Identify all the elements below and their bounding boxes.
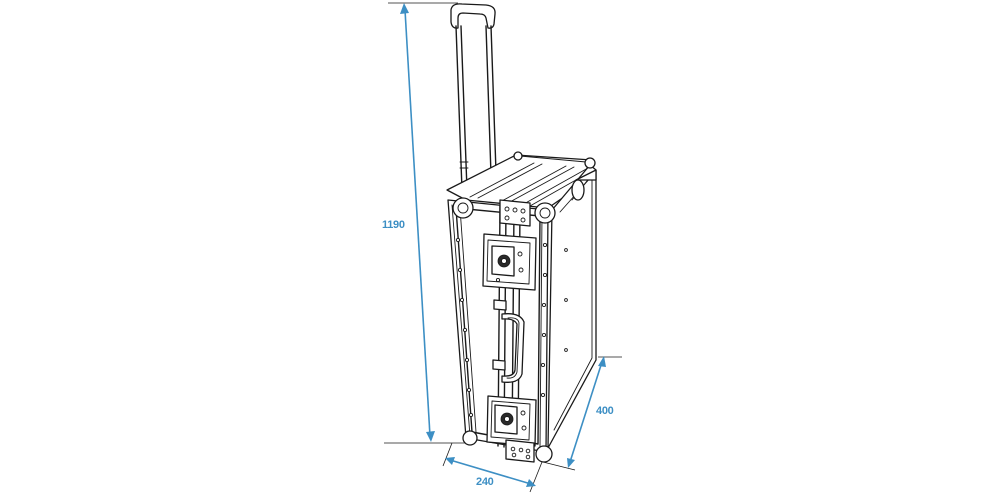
depth-dimension: 400	[567, 356, 614, 468]
bottom-hinge-plate	[505, 439, 535, 463]
depth-label: 400	[596, 405, 614, 417]
width-label: 240	[476, 476, 494, 488]
extension-lines	[384, 2, 622, 493]
width-dimension: 240	[445, 457, 536, 488]
height-dimension: 1190	[382, 3, 435, 442]
top-hinge-plate	[499, 199, 531, 227]
butterfly-latch-icon-lower	[486, 395, 537, 447]
wheel-icon	[571, 179, 585, 201]
butterfly-latch-icon	[482, 233, 537, 291]
height-label: 1190	[382, 219, 405, 231]
ball-corner-icon	[452, 151, 597, 463]
telescopic-handle-icon	[450, 3, 497, 191]
carry-handle-icon	[492, 299, 525, 383]
